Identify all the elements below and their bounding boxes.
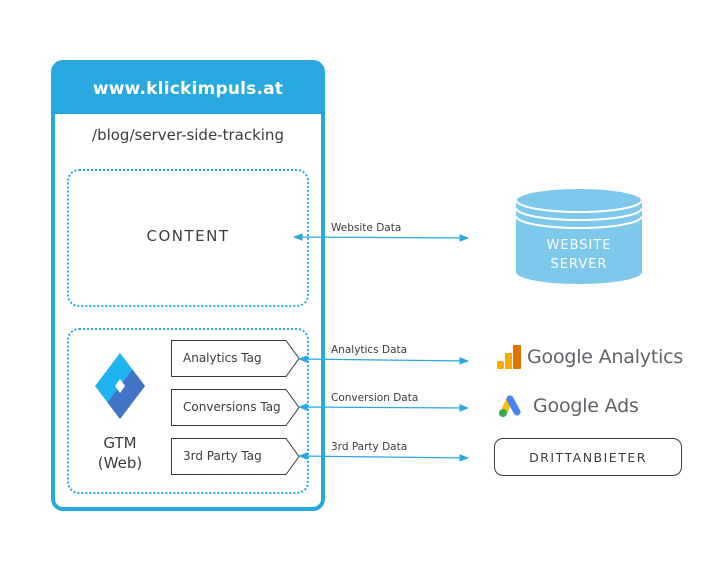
gtm-label-line1: GTM bbox=[103, 434, 137, 452]
content-label: CONTENT bbox=[146, 227, 230, 245]
website-domain-header: www.klickimpuls.at bbox=[55, 64, 321, 114]
server-label-line2: SERVER bbox=[550, 257, 608, 272]
website-domain: www.klickimpuls.at bbox=[92, 79, 284, 99]
gtm-label: GTM (Web) bbox=[85, 433, 155, 473]
third-party-provider-label: DRITTANBIETER bbox=[529, 449, 647, 465]
conversion-data-arrow bbox=[298, 403, 469, 412]
google-tag-manager-icon bbox=[95, 353, 145, 419]
tag-label: Conversions Tag bbox=[183, 400, 281, 414]
third-party-data-arrow bbox=[298, 452, 469, 462]
website-data-label: Website Data bbox=[331, 222, 402, 234]
server-label: WEBSITE SERVER bbox=[514, 236, 644, 274]
gtm-label-line2: (Web) bbox=[97, 454, 143, 472]
conversions-tag: Conversions Tag bbox=[171, 389, 301, 426]
tag-label: 3rd Party Tag bbox=[183, 449, 262, 463]
conversion-data-label: Conversion Data bbox=[331, 392, 419, 404]
analytics-data-label: Analytics Data bbox=[331, 344, 408, 356]
server-label-line1: WEBSITE bbox=[546, 238, 612, 253]
tag-shape bbox=[171, 438, 300, 475]
tag-shape bbox=[171, 340, 300, 377]
analytics-data-arrow bbox=[298, 355, 469, 365]
third-party-data-label: 3rd Party Data bbox=[331, 441, 408, 453]
website-data-arrow bbox=[293, 233, 469, 242]
third-party-tag: 3rd Party Tag bbox=[171, 438, 301, 475]
google-analytics-icon bbox=[497, 345, 521, 369]
google-analytics: Google Analytics bbox=[497, 345, 683, 369]
analytics-tag: Analytics Tag bbox=[171, 340, 301, 377]
database-icon bbox=[515, 187, 643, 284]
google-ads: Google Ads bbox=[497, 394, 639, 418]
tag-label: Analytics Tag bbox=[183, 351, 262, 365]
tag-shape bbox=[171, 389, 300, 426]
google-ads-name: Google Ads bbox=[533, 395, 639, 417]
website-server: WEBSITE SERVER bbox=[514, 186, 644, 286]
website-path: /blog/server-side-tracking bbox=[92, 126, 284, 144]
google-ads-icon bbox=[499, 395, 521, 417]
google-analytics-name: Google Analytics bbox=[527, 346, 684, 368]
third-party-provider: DRITTANBIETER bbox=[494, 438, 682, 476]
